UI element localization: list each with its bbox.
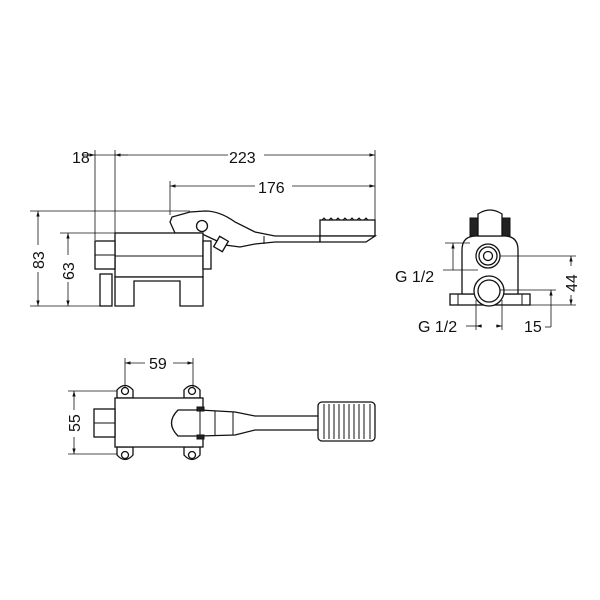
dim-label-83: 83: [31, 251, 48, 269]
dim-label-g12-upper: G 1/2: [395, 269, 434, 286]
dim-label-18: 18: [72, 150, 90, 167]
side-view: [30, 150, 378, 307]
dim-label-223: 223: [229, 150, 256, 167]
dim-label-59: 59: [149, 356, 167, 373]
dim-label-176: 176: [258, 180, 285, 197]
front-view: [443, 209, 576, 330]
dim-label-55: 55: [67, 414, 84, 432]
dim-label-63: 63: [61, 262, 78, 280]
top-view: [68, 358, 376, 461]
dim-label-15: 15: [524, 319, 542, 336]
dim-label-g12-lower: G 1/2: [418, 319, 457, 336]
dim-label-44: 44: [564, 274, 581, 292]
